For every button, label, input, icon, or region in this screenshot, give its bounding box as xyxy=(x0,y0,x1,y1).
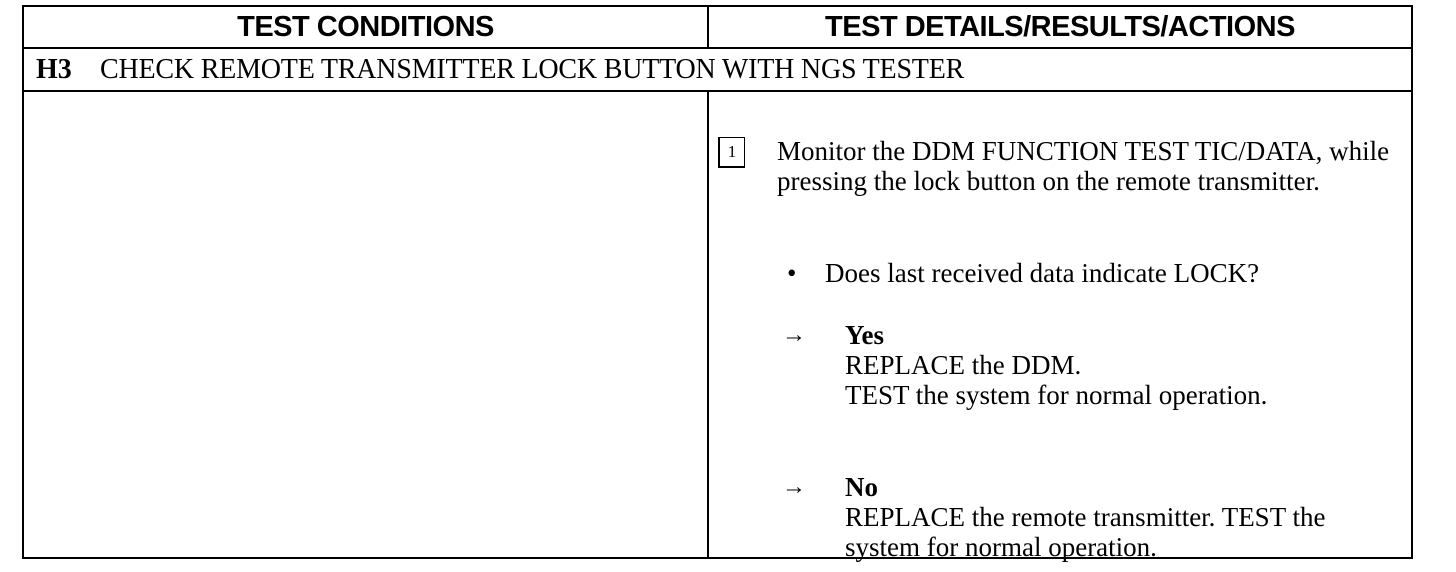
answer-yes-line-2: TEST the system for normal operation. xyxy=(845,380,1268,410)
arrow-right-icon: → xyxy=(782,474,806,500)
step-title: CHECK REMOTE TRANSMITTER LOCK BUTTON WIT… xyxy=(100,53,965,85)
answer-yes: Yes REPLACE the DDM. TEST the system for… xyxy=(845,320,1405,410)
answer-no: No REPLACE the remote transmitter. TEST … xyxy=(845,472,1405,562)
answer-yes-line-1: REPLACE the DDM. xyxy=(845,350,1082,380)
answer-no-line-2: system for normal operation. xyxy=(845,532,1157,562)
step-id: H3 xyxy=(36,53,72,85)
step-number-box: 1 xyxy=(718,137,745,168)
answer-yes-label: Yes xyxy=(845,320,884,350)
arrow-right-icon: → xyxy=(782,322,806,348)
bullet-icon: • xyxy=(787,258,797,288)
table-header-row: TEST CONDITIONS TEST DETAILS/RESULTS/ACT… xyxy=(24,7,1411,49)
question-text: Does last received data indicate LOCK? xyxy=(825,258,1260,288)
instruction-text: Monitor the DDM FUNCTION TEST TIC/DATA, … xyxy=(777,136,1390,196)
step-title-row: H3 CHECK REMOTE TRANSMITTER LOCK BUTTON … xyxy=(24,49,1411,92)
answer-no-line-1: REPLACE the remote transmitter. TEST the xyxy=(845,502,1326,532)
test-details-cell: 1 Monitor the DDM FUNCTION TEST TIC/DATA… xyxy=(709,92,1411,562)
header-test-details: TEST DETAILS/RESULTS/ACTIONS xyxy=(825,10,1295,43)
answer-no-label: No xyxy=(845,472,878,502)
diagnostic-table: TEST CONDITIONS TEST DETAILS/RESULTS/ACT… xyxy=(22,5,1413,562)
test-conditions-cell xyxy=(24,92,709,557)
header-test-conditions: TEST CONDITIONS xyxy=(24,7,709,47)
